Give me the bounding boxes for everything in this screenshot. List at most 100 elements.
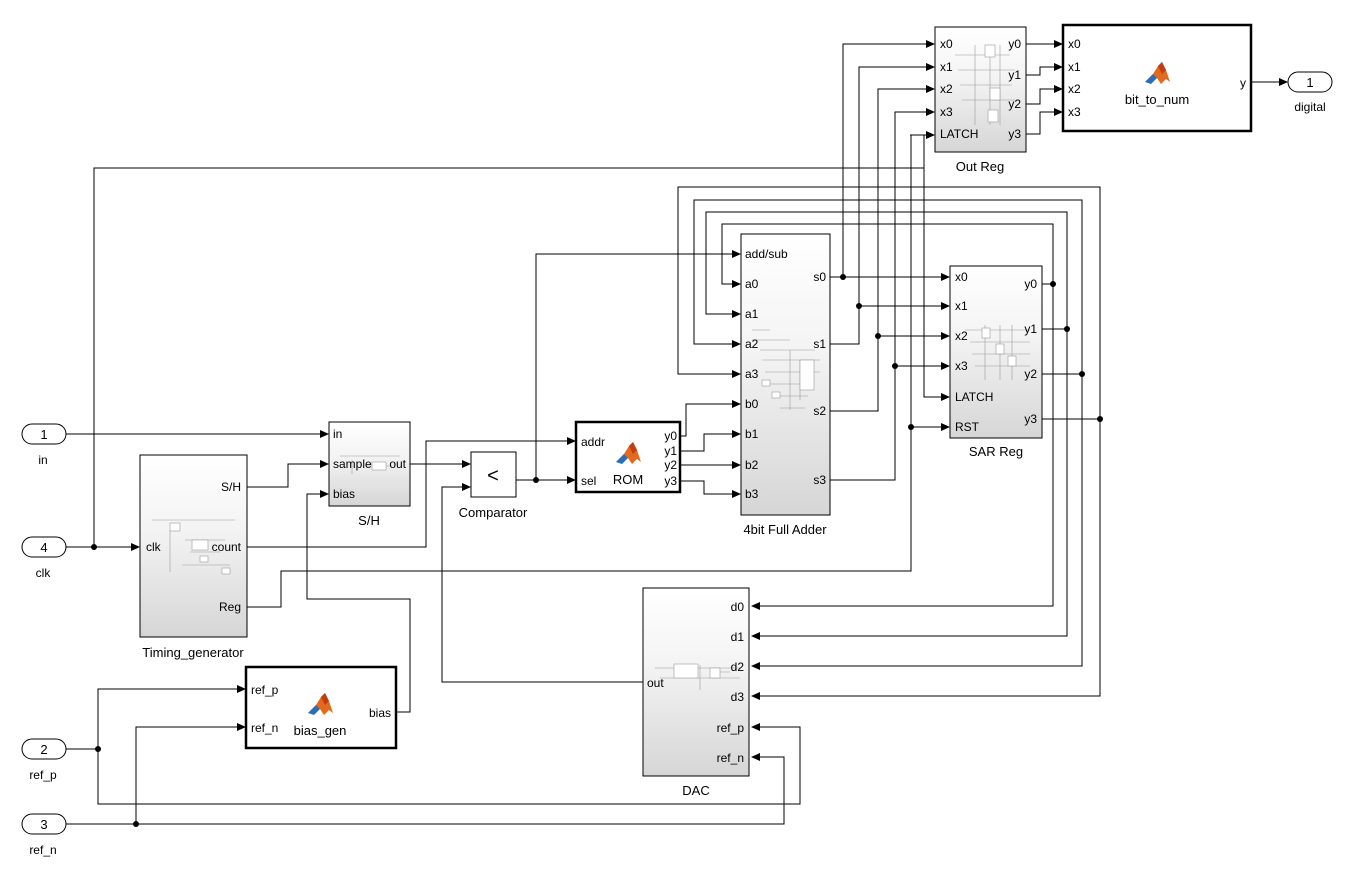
subsystem-preview: [965, 325, 1030, 380]
svg-text:y2: y2: [1008, 97, 1021, 111]
svg-text:x3: x3: [955, 359, 968, 373]
svg-text:d1: d1: [731, 630, 745, 644]
block-sample-hold[interactable]: in sample out bias S/H: [328, 421, 411, 528]
svg-text:a0: a0: [745, 277, 759, 291]
wires: [66, 40, 1288, 827]
svg-text:x0: x0: [940, 37, 953, 51]
svg-text:ref_p: ref_p: [29, 768, 57, 782]
svg-text:DAC: DAC: [682, 783, 709, 798]
svg-text:y: y: [1240, 76, 1246, 90]
svg-text:add/sub: add/sub: [745, 247, 788, 261]
svg-text:count: count: [212, 540, 242, 554]
svg-text:S/H: S/H: [221, 480, 241, 494]
svg-text:y3: y3: [664, 474, 677, 488]
block-bias-gen[interactable]: ref_p ref_n bias_gen bias: [244, 665, 398, 750]
svg-text:ref_p: ref_p: [717, 721, 745, 735]
svg-text:x2: x2: [955, 329, 968, 343]
subsystem-preview: [955, 44, 1015, 125]
svg-text:SAR Reg: SAR Reg: [969, 444, 1023, 459]
svg-text:RST: RST: [955, 420, 980, 434]
block-sar-reg[interactable]: x0 x1 x2 x3 LATCH RST y0 y1 y2 y3 SAR Re…: [949, 265, 1043, 459]
svg-text:4bit Full Adder: 4bit Full Adder: [743, 522, 827, 537]
svg-text:bit_to_num: bit_to_num: [1125, 92, 1189, 107]
svg-text:y2: y2: [1024, 367, 1037, 381]
block-comparator[interactable]: < Comparator: [459, 451, 528, 520]
svg-text:ref_n: ref_n: [29, 843, 56, 857]
subsystem-preview: [152, 519, 235, 575]
svg-text:sample: sample: [333, 457, 372, 471]
inport-ref-p[interactable]: 2 ref_p: [21, 738, 67, 782]
svg-text:bias: bias: [369, 706, 391, 720]
svg-text:s2: s2: [813, 404, 826, 418]
svg-text:in: in: [38, 453, 47, 467]
block-bit-to-num[interactable]: x0 x1 x2 x3 bit_to_num y: [1061, 23, 1253, 133]
block-dac[interactable]: out d0 d1 d2 d3 ref_p ref_n DAC: [642, 587, 750, 798]
svg-text:x3: x3: [1068, 105, 1081, 119]
svg-text:<: <: [487, 465, 499, 487]
svg-text:out: out: [647, 676, 664, 690]
svg-text:y0: y0: [1008, 37, 1021, 51]
svg-text:x2: x2: [940, 82, 953, 96]
svg-text:LATCH: LATCH: [955, 390, 993, 404]
svg-text:a1: a1: [745, 307, 759, 321]
svg-text:b1: b1: [745, 427, 759, 441]
svg-text:4: 4: [40, 540, 47, 555]
svg-text:y1: y1: [1024, 322, 1037, 336]
svg-text:addr: addr: [581, 435, 605, 449]
svg-text:1: 1: [40, 427, 47, 442]
svg-text:y0: y0: [664, 429, 677, 443]
svg-text:bias: bias: [333, 487, 355, 501]
svg-text:y0: y0: [1024, 277, 1037, 291]
svg-text:Reg: Reg: [219, 600, 241, 614]
svg-text:y2: y2: [664, 458, 677, 472]
svg-text:Timing_generator: Timing_generator: [142, 645, 244, 660]
outport-digital[interactable]: 1 digital: [1287, 71, 1333, 114]
svg-text:bias_gen: bias_gen: [294, 723, 347, 738]
svg-text:in: in: [333, 427, 342, 441]
svg-text:ref_p: ref_p: [251, 683, 279, 697]
svg-text:a2: a2: [745, 337, 759, 351]
inport-in[interactable]: 1 in: [21, 423, 67, 467]
svg-text:digital: digital: [1294, 100, 1325, 114]
svg-text:3: 3: [40, 817, 47, 832]
svg-text:LATCH: LATCH: [940, 127, 978, 141]
svg-text:b3: b3: [745, 487, 759, 501]
subsystem-preview: [655, 663, 740, 690]
block-rom[interactable]: addr sel ROM y0 y1 y2 y3: [574, 420, 682, 494]
svg-text:S/H: S/H: [358, 513, 380, 528]
block-4bit-full-adder[interactable]: add/sub a0 a1 a2 a3 b0 b1 b2 b3 s0 s1 s2…: [740, 233, 831, 537]
svg-text:y3: y3: [1024, 412, 1037, 426]
svg-text:s1: s1: [813, 337, 826, 351]
svg-text:x0: x0: [955, 270, 968, 284]
svg-text:x2: x2: [1068, 82, 1081, 96]
svg-text:s3: s3: [813, 473, 826, 487]
svg-text:Out Reg: Out Reg: [956, 159, 1004, 174]
subsystem-preview: [752, 329, 820, 410]
svg-text:x1: x1: [955, 299, 968, 313]
inport-ref-n[interactable]: 3 ref_n: [21, 813, 67, 857]
svg-text:d2: d2: [731, 660, 745, 674]
block-out-reg[interactable]: x0 x1 x2 x3 LATCH y0 y1 y2 y3 Out Reg: [934, 26, 1027, 174]
svg-text:d0: d0: [731, 600, 745, 614]
svg-text:x1: x1: [1068, 60, 1081, 74]
svg-text:x1: x1: [940, 60, 953, 74]
svg-text:out: out: [389, 457, 406, 471]
svg-text:clk: clk: [146, 540, 162, 554]
svg-text:d3: d3: [731, 690, 745, 704]
svg-text:a3: a3: [745, 367, 759, 381]
svg-text:y1: y1: [1008, 68, 1021, 82]
block-timing-generator[interactable]: S/H clk count Reg Timing_generator: [139, 454, 248, 660]
svg-text:ROM: ROM: [613, 472, 643, 487]
svg-text:clk: clk: [36, 566, 52, 580]
svg-text:b2: b2: [745, 458, 759, 472]
svg-text:y3: y3: [1008, 127, 1021, 141]
svg-text:x0: x0: [1068, 37, 1081, 51]
svg-text:2: 2: [40, 742, 47, 757]
svg-text:b0: b0: [745, 397, 759, 411]
svg-text:ref_n: ref_n: [717, 751, 744, 765]
svg-text:sel: sel: [581, 474, 596, 488]
svg-text:s0: s0: [813, 270, 826, 284]
svg-text:ref_n: ref_n: [251, 721, 278, 735]
inport-clk[interactable]: 4 clk: [21, 536, 67, 580]
